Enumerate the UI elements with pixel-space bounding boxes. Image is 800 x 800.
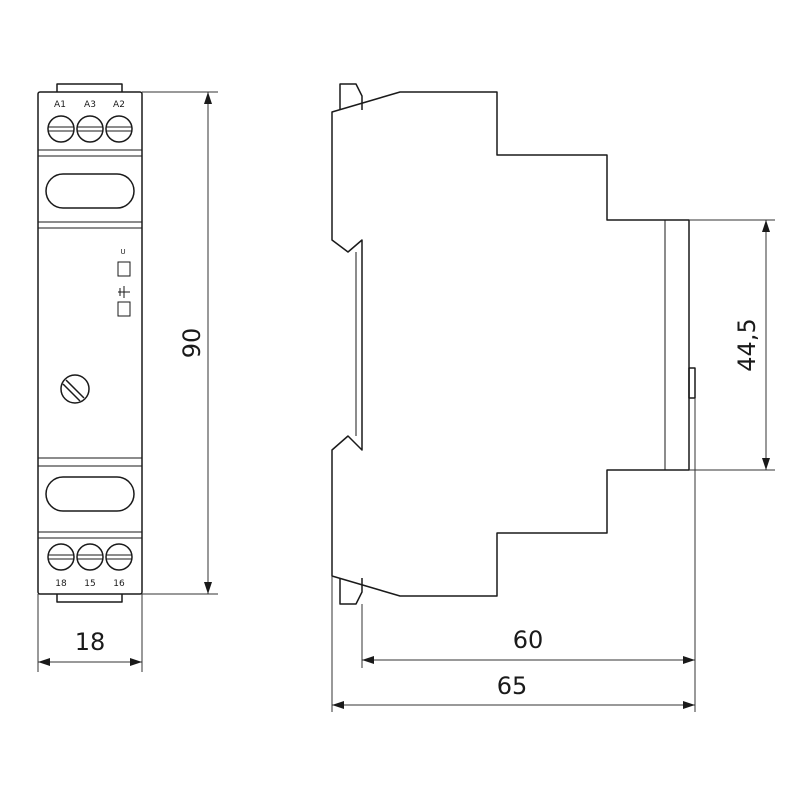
dimension-depth-body: 60 [361,398,696,712]
dimension-front-height-label: 44,5 [733,318,761,371]
bottom-din-clip [339,578,363,605]
bottom-terminal-screws [47,543,133,571]
side-profile [331,91,690,597]
dimension-width-label: 18 [75,628,106,656]
indicator-label-u: U [120,248,125,256]
front-body [37,91,143,595]
knob-protrusion [688,367,696,399]
bottom-label-window [45,476,135,512]
dimension-depth-total: 65 [331,576,695,712]
terminal-label-18: 18 [55,579,67,589]
side-view [331,83,696,605]
bottom-clip [56,594,123,603]
top-label-window [45,173,135,209]
front-view: A1 A3 A2 U [37,83,143,603]
top-din-clip [339,83,363,110]
dimension-width: 18 [37,594,143,672]
top-terminal-screws [47,115,133,143]
power-led-icon [117,261,131,277]
dimension-depth-body-label: 60 [513,626,544,654]
dimension-height-label: 90 [178,328,206,359]
top-clip [56,83,123,92]
terminal-label-16: 16 [113,579,125,589]
dimension-front-height: 44,5 [689,219,775,471]
dimension-depth-total-label: 65 [497,672,528,700]
terminal-label-a3: A3 [84,100,96,110]
relay-symbol-icon [118,286,130,298]
terminal-label-15: 15 [84,579,95,589]
relay-led-icon [117,301,131,317]
dimension-height: 90 [142,91,218,595]
adjustment-knob-icon [60,374,90,404]
terminal-label-a2: A2 [113,100,125,110]
terminal-label-a1: A1 [54,100,66,110]
